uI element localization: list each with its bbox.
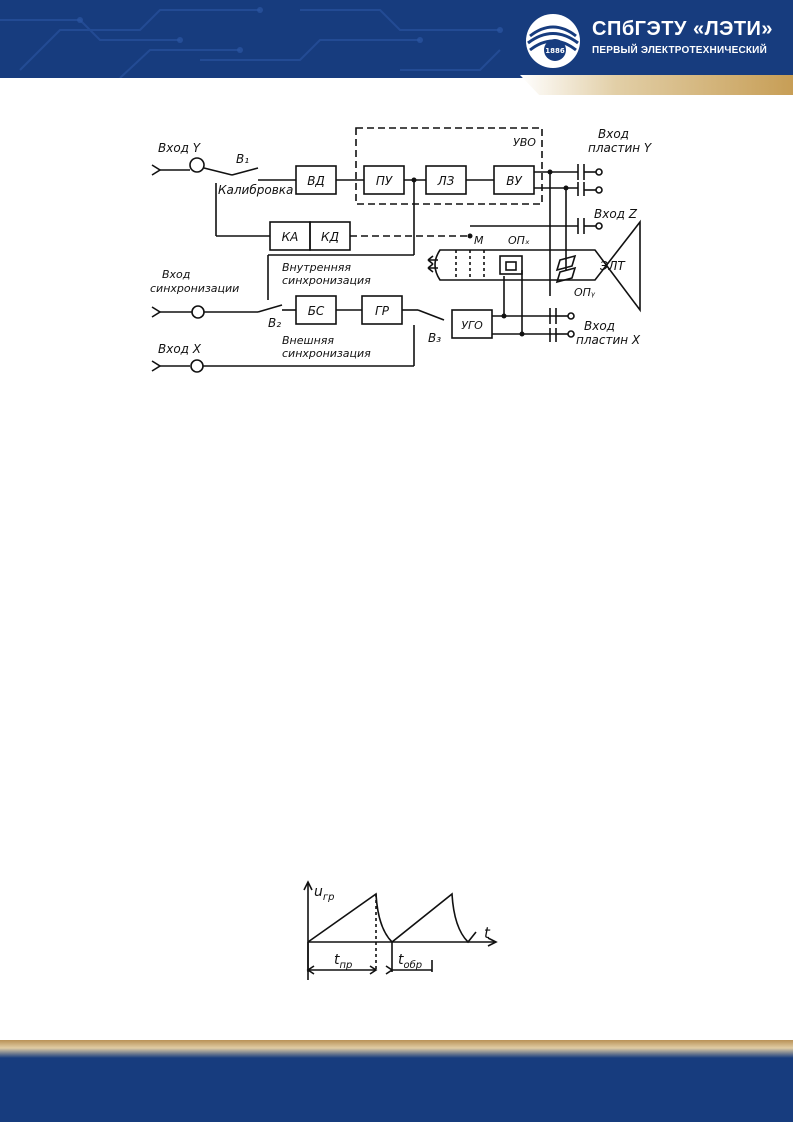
- label-internal-sync-1: Внутренняя: [282, 261, 351, 274]
- label-plates-y-1: Вход: [598, 127, 629, 141]
- label-op-y: ОПᵧ: [574, 286, 596, 299]
- label-plates-x-1: Вход: [584, 319, 615, 333]
- label-u-gr: uгр: [314, 884, 334, 903]
- logo: 1886 СПбГЭТУ «ЛЭТИ» ПЕРВЫЙ ЭЛЕКТРОТЕХНИЧ…: [522, 10, 792, 72]
- oscilloscope-block-diagram: Вход Y В₁ Калибровка УВО ВД ПУ ЛЗ ВУ Вхо…: [150, 127, 653, 373]
- label-external-sync-2: синхронизация: [282, 347, 371, 360]
- sawtooth-waveform: uгр t tпр tобр: [303, 880, 498, 980]
- label-t-axis: t: [484, 924, 491, 942]
- label-crt: ЭЛТ: [599, 259, 626, 273]
- footer-banner: [0, 1040, 793, 1122]
- block-ka: КА: [282, 230, 299, 244]
- label-t-return: tобр: [398, 952, 422, 971]
- label-op-x: ОПₓ: [508, 234, 530, 247]
- header-accent-stripe: [520, 75, 793, 95]
- label-sync-input-1: Вход: [162, 268, 190, 281]
- header-banner: 1886 СПбГЭТУ «ЛЭТИ» ПЕРВЫЙ ЭЛЕКТРОТЕХНИЧ…: [0, 0, 793, 78]
- block-lz: ЛЗ: [437, 174, 455, 188]
- label-point-m: М: [474, 234, 484, 247]
- label-internal-sync-2: синхронизация: [282, 274, 371, 287]
- block-gr: ГР: [375, 304, 390, 318]
- label-sync-input-2: синхронизации: [150, 282, 239, 295]
- label-switch-b2: В₂: [268, 316, 281, 330]
- logo-subtitle: ПЕРВЫЙ ЭЛЕКТРОТЕХНИЧЕСКИЙ: [592, 45, 767, 56]
- label-switch-b3: В₃: [428, 331, 441, 345]
- label-calibration: Калибровка: [218, 183, 293, 197]
- block-ugo: УГО: [461, 319, 483, 332]
- block-pu: ПУ: [376, 174, 393, 188]
- logo-year: 1886: [545, 47, 565, 55]
- label-input-x: Вход Х: [158, 342, 202, 356]
- label-external-sync-1: Внешняя: [282, 334, 334, 347]
- logo-emblem-icon: 1886: [526, 14, 580, 68]
- block-vu: ВУ: [506, 174, 522, 188]
- label-input-z: Вход Z: [594, 207, 638, 221]
- label-plates-x-2: пластин Х: [576, 333, 641, 347]
- circuit-pattern: [0, 7, 503, 78]
- block-vd: ВД: [307, 174, 325, 188]
- label-t-forward: tпр: [334, 952, 352, 971]
- label-input-y: Вход Y: [158, 141, 202, 155]
- block-kd: КД: [321, 230, 339, 244]
- logo-title: СПбГЭТУ «ЛЭТИ»: [592, 18, 774, 40]
- label-plates-y-2: пластин Y: [588, 141, 653, 155]
- label-switch-b1: В₁: [236, 152, 249, 166]
- label-uvo: УВО: [513, 136, 536, 149]
- block-bs: БС: [308, 304, 325, 318]
